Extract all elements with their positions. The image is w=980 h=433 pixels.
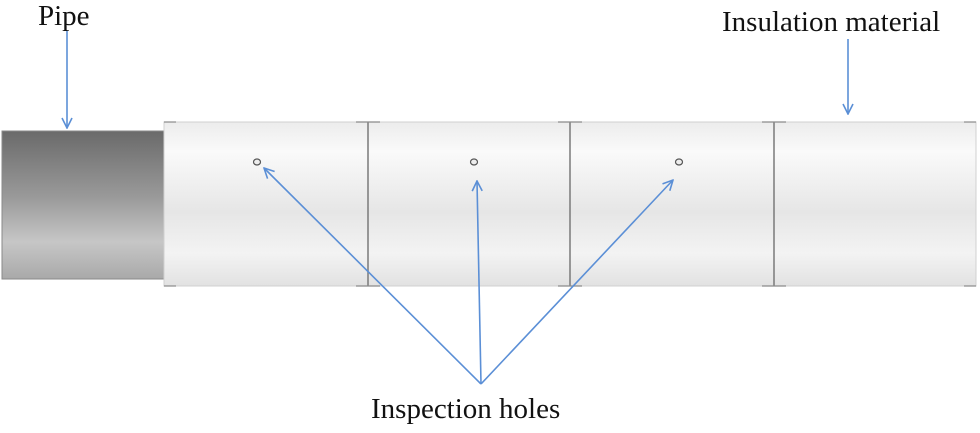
inspection-hole-1	[252, 158, 262, 166]
hole-arrow-1	[264, 168, 482, 385]
inspection-hole-2	[469, 158, 479, 166]
insulation-segment-1	[163, 121, 369, 287]
pipe-label: Pipe	[38, 0, 90, 32]
hole-arrow-3	[480, 180, 673, 385]
inspection-holes-label: Inspection holes	[371, 393, 561, 425]
inspection-holes	[252, 158, 684, 166]
hole-arrow-2	[477, 181, 481, 385]
pipe-body	[1, 130, 167, 280]
insulation-segments	[163, 121, 977, 287]
insulation-segment-3	[569, 121, 775, 287]
insulation-material-label: Insulation material	[722, 6, 941, 38]
inspection-hole-3	[674, 158, 684, 166]
insulation-segment-4	[773, 121, 977, 287]
insulation-segment-2	[367, 121, 571, 287]
annotation-arrows	[67, 31, 848, 385]
